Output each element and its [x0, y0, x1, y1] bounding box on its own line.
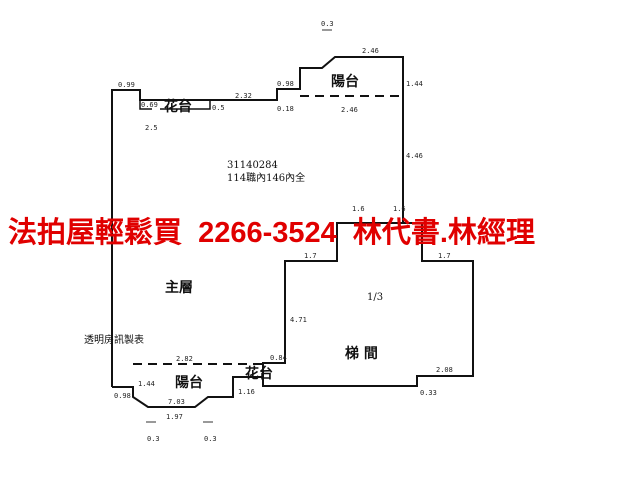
- dim-label: 0.98: [277, 80, 294, 88]
- dim-label: 2.46: [362, 47, 379, 55]
- dim-label: 0.98: [114, 392, 131, 400]
- dim-label: 1.6: [352, 205, 365, 213]
- dim-label: 1.6: [393, 205, 406, 213]
- room-main: 主層: [165, 279, 193, 296]
- dim-label: 0.84: [270, 354, 287, 362]
- dim-label: 4.71: [290, 316, 307, 324]
- room-balcony-bottom: 陽台: [175, 374, 203, 391]
- dim-label: 2.46: [341, 106, 358, 114]
- dim-label: 2.08: [436, 366, 453, 374]
- bottom-balcony-wall: [112, 376, 263, 408]
- room-flowerbox-top: 花台: [164, 98, 192, 115]
- dim-label: 0.3: [321, 20, 334, 28]
- id-number: 31140284: [227, 160, 278, 171]
- dim-label: 1.44: [406, 80, 423, 88]
- dim-label: 2.5: [145, 124, 158, 132]
- dim-label: 1.7: [438, 252, 451, 260]
- dim-label: 7.03: [168, 398, 185, 406]
- source-note: 透明房訊製表: [84, 333, 144, 346]
- dim-label: 0.99: [118, 81, 135, 89]
- dim-label: 1.16: [238, 388, 255, 396]
- dim-label: 1.7: [304, 252, 317, 260]
- dim-label: 0.3: [147, 435, 160, 443]
- dim-label: 4.46: [406, 152, 423, 160]
- dim-label: 0.69: [141, 101, 158, 109]
- dim-label: 0.18: [277, 105, 294, 113]
- dim-label: 2.82: [176, 355, 193, 363]
- room-stairwell: 梯 間: [345, 345, 378, 362]
- top-flowerbox-wall-right: [160, 100, 211, 110]
- top-flowerbox-wall: [139, 100, 152, 110]
- dim-label: 1.97: [166, 413, 183, 421]
- dim-label: 2.32: [235, 92, 252, 100]
- dim-label: 0.3: [204, 435, 217, 443]
- dim-label: 0.33: [420, 389, 437, 397]
- dim-label: 1.44: [138, 380, 155, 388]
- id-note: 114職內146內全: [227, 171, 305, 184]
- watermark-banner: 法拍屋輕鬆買 2266-3524 林代書.林經理: [8, 217, 535, 249]
- room-flowerbox-bottom: 花台: [245, 365, 273, 382]
- stair-mark: 1/3: [367, 292, 383, 303]
- outer-wall: [111, 56, 474, 387]
- room-balcony-top: 陽台: [331, 73, 359, 90]
- dim-label: 0.5: [212, 104, 225, 112]
